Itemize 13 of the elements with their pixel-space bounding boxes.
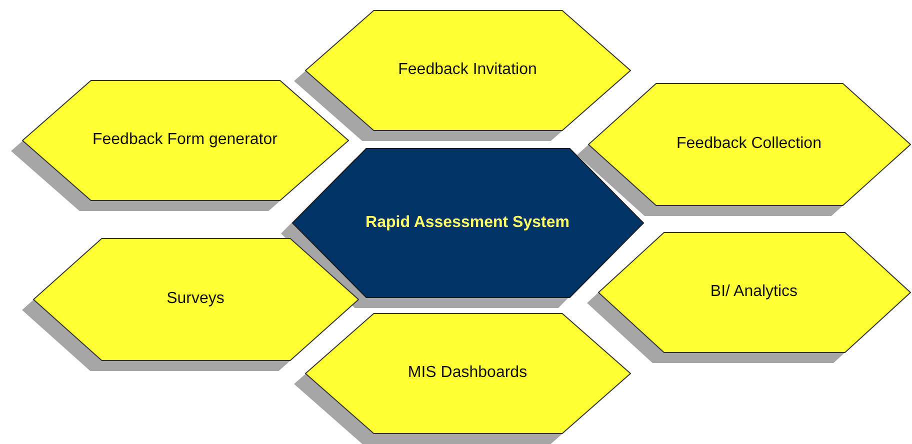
node-label: Feedback Collection — [676, 135, 822, 153]
node-label: Rapid Assessment System — [366, 214, 570, 232]
hexagon-node — [11, 80, 349, 212]
hexagon-node — [294, 10, 631, 142]
hexagon-node — [577, 83, 911, 217]
node-label: MIS Dashboards — [408, 364, 528, 382]
node-label: Surveys — [166, 290, 224, 308]
node-label: BI/ Analytics — [710, 283, 798, 301]
node-label: Feedback Form generator — [92, 131, 278, 149]
hexagon-node — [587, 232, 911, 364]
node-label: Feedback Invitation — [398, 61, 537, 79]
hexagon-node — [22, 238, 359, 372]
hexagon-node — [294, 313, 631, 444]
